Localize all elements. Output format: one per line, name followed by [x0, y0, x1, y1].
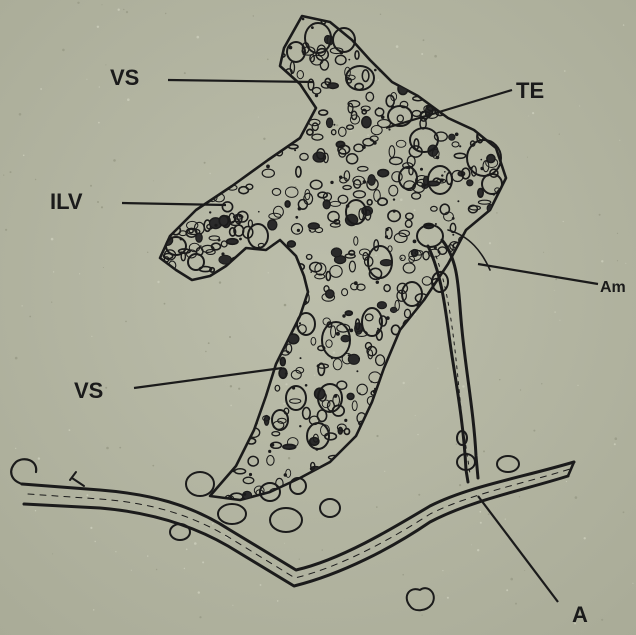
label-vs-top: VS: [110, 65, 139, 90]
label-te: TE: [516, 78, 544, 103]
label-am: Am: [600, 279, 626, 296]
label-vs-bottom: VS: [74, 378, 103, 403]
label-a: A: [572, 602, 588, 627]
label-ilv: ILV: [50, 189, 83, 214]
